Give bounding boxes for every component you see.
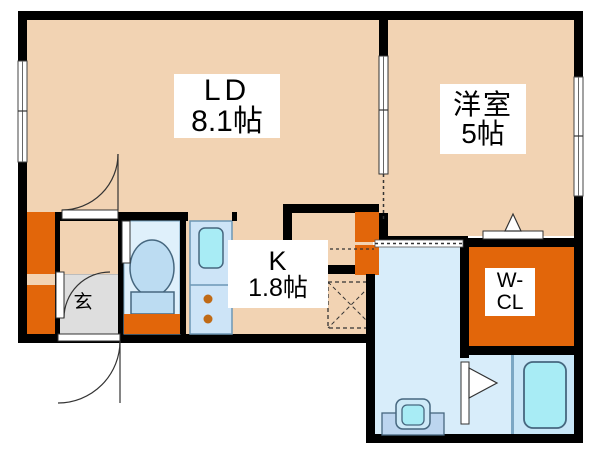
room-label-bedroom: 洋室 5帖 [440, 84, 526, 154]
wall-kitchen-alcove-left [283, 204, 292, 274]
shoe-cabinet-upper [27, 212, 55, 274]
wcl-name-line2: CL [496, 291, 524, 314]
wall-hall-right [460, 238, 469, 358]
door-ld-hall[interactable] [61, 153, 119, 220]
toilet-base [124, 314, 180, 334]
wall-wcl-top [460, 238, 583, 247]
wall-ld-bottom-mid [133, 212, 188, 221]
wall-left-upper [18, 11, 27, 61]
wall-toilet-right [180, 212, 186, 334]
wall-ld-bottom-right [283, 204, 379, 213]
shoe-cabinet-lower [27, 285, 55, 334]
closet-column-lower [355, 245, 379, 275]
bathtub [523, 361, 567, 429]
wall-bottom-kitchen [18, 334, 375, 343]
kitchen-area: 1.8帖 [248, 274, 308, 303]
room-label-kitchen: K 1.8帖 [228, 240, 328, 308]
kitchen-name: K [268, 245, 288, 276]
wall-top [18, 11, 583, 20]
gas-stove [203, 294, 213, 304]
wall-entry-right [118, 212, 124, 274]
door-ld-bedroom[interactable] [378, 55, 389, 222]
kitchen-sink [198, 227, 224, 269]
genkan-step-floor [58, 221, 120, 274]
wall-left-lower [18, 162, 27, 342]
door-wcl[interactable] [482, 212, 544, 240]
wall-ld-alcove-stub [283, 204, 292, 216]
wall-right-upper [574, 11, 583, 77]
wcl-name-line1: W- [496, 268, 524, 292]
door-toilet[interactable] [121, 220, 131, 264]
entrance-door[interactable] [57, 333, 121, 404]
toilet [129, 239, 175, 315]
room-label-ld: LD 8.1帖 [174, 74, 280, 138]
window-ld-left [17, 60, 28, 163]
wall-bottom-right [370, 434, 583, 443]
bedroom-area: 5帖 [461, 118, 505, 149]
bedroom-name: 洋室 [452, 88, 513, 120]
door-genkan[interactable] [55, 271, 111, 319]
wall-entry-right-lower [118, 274, 124, 334]
wall-ld-bedroom-bottom [379, 213, 388, 243]
window-bedroom-right [573, 76, 584, 197]
wall-kitchen-alcove-bottom [283, 265, 375, 274]
gas-stove [203, 314, 213, 324]
wall-ld-bedroom-top [379, 11, 388, 56]
ld-area: 8.1帖 [191, 105, 263, 138]
wall-right-lower [574, 196, 583, 443]
door-bath[interactable] [460, 361, 499, 425]
bathroom-divider [511, 355, 514, 434]
wall-bath-top [460, 346, 583, 355]
wall-bedroom-bottom [388, 236, 468, 242]
room-label-entrance: 玄 [68, 290, 98, 316]
wall-hall-left [366, 274, 375, 443]
vanity-sink [381, 398, 445, 436]
room-label-wcl: W- CL [485, 268, 535, 316]
ld-name: LD [203, 73, 251, 107]
entrance-name: 玄 [73, 292, 93, 314]
closet-column-upper [355, 212, 379, 242]
door-hall-kitchen[interactable] [374, 239, 464, 248]
wall-kitchen-right-stub [232, 212, 237, 221]
